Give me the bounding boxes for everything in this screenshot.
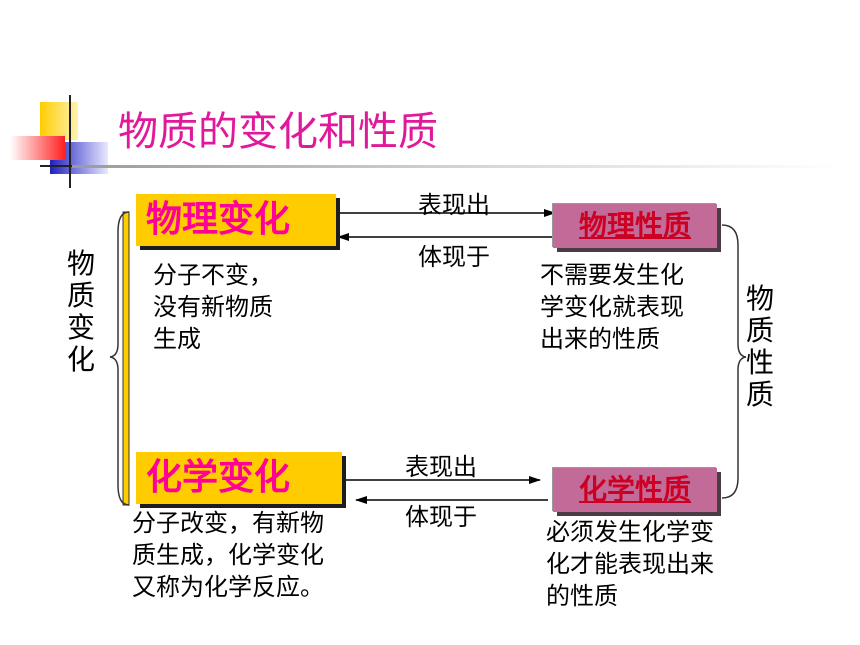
chemical-property-box: 化学性质 bbox=[553, 468, 717, 512]
title-underline bbox=[72, 165, 842, 168]
chemical-change-description: 分子改变，有新物 质生成，化学变化 又称为化学反应。 bbox=[132, 507, 324, 603]
chemical-property-line-2: 化才能表现出来 bbox=[546, 550, 714, 578]
chemical-change-line-2: 质生成，化学变化 bbox=[132, 541, 324, 569]
bottom-back-label: 体现于 bbox=[405, 503, 477, 531]
physical-change-line-3: 生成 bbox=[153, 325, 201, 353]
top-forward-label: 表现出 bbox=[418, 191, 490, 219]
physical-change-box: 物理变化 bbox=[136, 194, 336, 246]
chemical-change-line-1: 分子改变，有新物 bbox=[132, 509, 324, 537]
left-group-label: 物质变化 bbox=[66, 247, 95, 376]
chemical-change-line-3: 又称为化学反应。 bbox=[132, 573, 324, 601]
ornament-yellow-square bbox=[40, 102, 78, 140]
physical-property-description: 不需要发生化 学变化就表现 出来的性质 bbox=[540, 259, 684, 355]
physical-change-line-1: 分子不变， bbox=[153, 261, 273, 289]
left-brace bbox=[109, 211, 130, 506]
left-yellow-bar bbox=[122, 211, 130, 506]
right-brace bbox=[721, 224, 747, 499]
physical-change-description: 分子不变， 没有新物质 生成 bbox=[153, 259, 273, 355]
physical-property-line-3: 出来的性质 bbox=[540, 325, 660, 353]
physical-property-line-2: 学变化就表现 bbox=[540, 293, 684, 321]
chemical-change-box: 化学变化 bbox=[136, 452, 342, 504]
physical-property-box: 物理性质 bbox=[553, 204, 717, 248]
chemical-property-line-1: 必须发生化学变 bbox=[546, 518, 714, 546]
physical-change-line-2: 没有新物质 bbox=[153, 293, 273, 321]
chemical-property-line-3: 的性质 bbox=[546, 582, 618, 610]
chemical-property-description: 必须发生化学变 化才能表现出来 的性质 bbox=[546, 516, 714, 612]
physical-property-line-1: 不需要发生化 bbox=[540, 261, 684, 289]
right-group-label: 物质性质 bbox=[745, 282, 774, 411]
top-back-label: 体现于 bbox=[418, 243, 490, 271]
title-ornament bbox=[10, 95, 118, 188]
bottom-forward-label: 表现出 bbox=[405, 453, 477, 481]
ornament-red-bar bbox=[10, 136, 65, 160]
page-title: 物质的变化和性质 bbox=[118, 109, 438, 155]
